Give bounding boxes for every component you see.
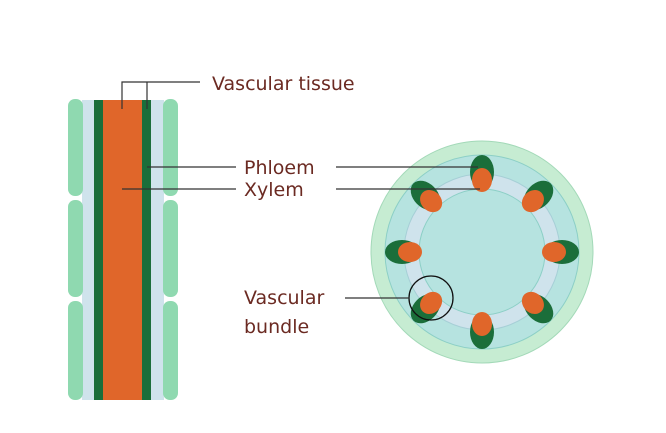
vascular-bundle [385,240,422,264]
vascular-bundle [470,312,494,349]
leader-lines [121,81,480,299]
xylem-patch [472,312,492,336]
cortex-cell [68,99,83,196]
vascular-bundles [385,155,579,349]
xylem-patch [521,291,544,314]
xylem-patch [521,190,544,213]
xylem-patch [420,291,443,314]
vascular-bundle [521,180,554,213]
vascular-bundle [542,240,579,264]
cross-section [370,140,594,364]
label-vascular-tissue: Vascular tissue [212,73,355,95]
cortex-cell [163,99,178,196]
vascular-bundle [410,180,443,213]
longitudinal-section [68,99,178,400]
xylem-patch [398,242,422,262]
cortex-cell [163,200,178,297]
cortex-cell [68,200,83,297]
vascular-bundle [521,291,554,324]
xylem-patch [420,190,443,213]
label-xylem: Xylem [244,179,304,201]
vascular-bundle [470,155,494,192]
xylem-core [103,100,142,400]
xylem-patch [542,242,566,262]
label-vascular-bundle-line1: Vascular [244,287,324,309]
cortex-cell [68,301,83,400]
phloem-strip-left [94,100,103,400]
phloem-strip-right [142,100,151,400]
leader-line-vascular-tissue [121,81,200,109]
label-phloem: Phloem [244,157,315,179]
cortex-cell [163,301,178,400]
xylem-patch [472,168,492,192]
label-vascular-bundle-line2: bundle [244,316,309,338]
